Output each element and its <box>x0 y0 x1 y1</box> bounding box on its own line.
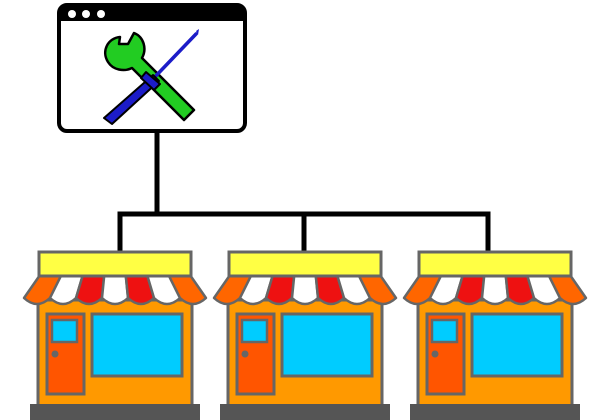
window-dot-icon <box>68 10 76 18</box>
door-knob <box>242 351 249 358</box>
awning <box>404 275 586 304</box>
door-knob <box>432 351 439 358</box>
awning <box>24 275 206 304</box>
door-window <box>52 320 77 342</box>
awning-stripe <box>482 275 508 304</box>
connector-lines <box>120 132 488 252</box>
awning-stripe <box>292 275 318 304</box>
shop-window <box>282 314 372 376</box>
store-sign <box>229 252 381 276</box>
store-sign <box>39 252 191 276</box>
storefront-icon <box>214 252 396 420</box>
awning <box>214 275 396 304</box>
window-dot-icon <box>82 10 90 18</box>
door-window <box>242 320 267 342</box>
admin-window <box>59 5 245 131</box>
stores-row <box>24 252 586 420</box>
door-knob <box>52 351 59 358</box>
storefront-icon <box>404 252 586 420</box>
storefront-icon <box>24 252 206 420</box>
shop-window <box>92 314 182 376</box>
store-base <box>410 404 580 420</box>
store-base <box>220 404 390 420</box>
awning-stripe <box>102 275 128 304</box>
window-dot-icon <box>97 10 105 18</box>
store-sign <box>419 252 571 276</box>
door-window <box>432 320 457 342</box>
shop-window <box>472 314 562 376</box>
store-base <box>30 404 200 420</box>
